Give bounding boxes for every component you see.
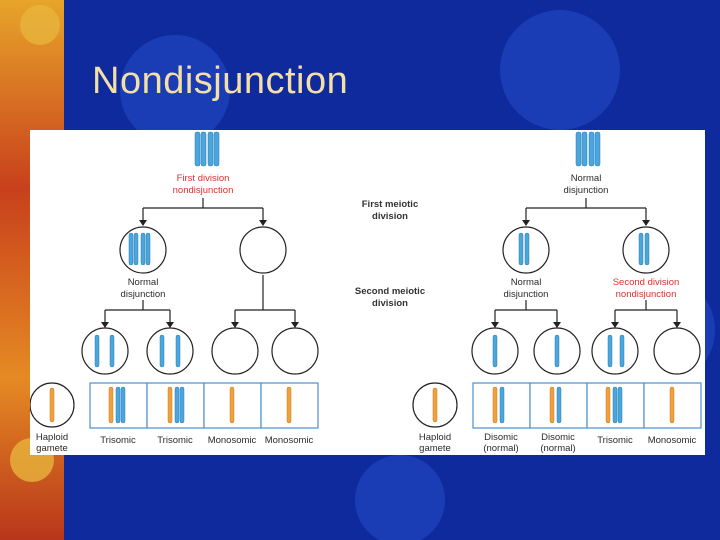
label-first-division-nondisjunction: First division	[177, 173, 230, 184]
gamete-label: Disomic	[484, 432, 518, 443]
svg-text:division: division	[372, 298, 408, 309]
parent-chromosomes-right	[575, 131, 601, 167]
label-right-mid-normal-disjunction: Normal	[511, 277, 542, 288]
cell-left-2a	[81, 327, 129, 375]
svg-text:Haploid: Haploid	[36, 432, 68, 443]
svg-text:division: division	[372, 211, 408, 222]
svg-text:disjunction: disjunction	[564, 185, 609, 196]
parent-chromosomes-left	[194, 131, 220, 167]
label-haploid-gamete-right: Haploid	[419, 432, 451, 443]
svg-text:Normal: Normal	[571, 173, 602, 184]
svg-text:Haploid: Haploid	[419, 432, 451, 443]
svg-text:Normal: Normal	[128, 277, 159, 288]
gamete-label: Trisomic	[157, 435, 193, 446]
label-right-normal-disjunction: Normal	[571, 173, 602, 184]
svg-text:disjunction: disjunction	[121, 289, 166, 300]
svg-text:Disomic: Disomic	[484, 432, 518, 443]
cell-left-2b	[146, 327, 194, 375]
gamete-label: Trisomic	[597, 435, 633, 446]
svg-text:disjunction: disjunction	[504, 289, 549, 300]
svg-text:nondisjunction: nondisjunction	[173, 185, 234, 196]
svg-text:gamete: gamete	[36, 443, 68, 454]
slide-title: Nondisjunction	[92, 60, 349, 102]
gamete-label: Monosomic	[208, 435, 257, 446]
svg-text:Trisomic: Trisomic	[100, 435, 136, 446]
svg-text:Normal: Normal	[511, 277, 542, 288]
svg-text:First meiotic: First meiotic	[362, 199, 419, 210]
nondisjunction-diagram: First division nondisjunction Normal dis…	[30, 130, 705, 455]
cell-right-2c	[591, 327, 639, 375]
svg-text:gamete: gamete	[419, 443, 451, 454]
svg-text:Trisomic: Trisomic	[597, 435, 633, 446]
svg-text:Trisomic: Trisomic	[157, 435, 193, 446]
svg-text:(normal): (normal)	[483, 443, 518, 454]
svg-text:Monosomic: Monosomic	[208, 435, 257, 446]
svg-text:Second meiotic: Second meiotic	[355, 286, 425, 297]
svg-text:First division: First division	[177, 173, 230, 184]
gamete-label: Disomic	[541, 432, 575, 443]
tree-connectors	[104, 198, 678, 324]
svg-text:Monosomic: Monosomic	[265, 435, 314, 446]
label-second-meiotic-division: Second meiotic	[355, 286, 425, 297]
label-haploid-gamete-left: Haploid	[36, 432, 68, 443]
label-second-division-nondisjunction: Second division	[613, 277, 680, 288]
gamete-label: Monosomic	[648, 435, 697, 446]
gamete-label: Monosomic	[265, 435, 314, 446]
cell-left-2d	[271, 327, 319, 375]
label-left-normal-disjunction: Normal	[128, 277, 159, 288]
gamete-label: Trisomic	[100, 435, 136, 446]
label-first-meiotic-division: First meiotic	[362, 199, 419, 210]
svg-text:Second division: Second division	[613, 277, 680, 288]
svg-text:nondisjunction: nondisjunction	[616, 289, 677, 300]
cell-right-2d	[653, 327, 701, 375]
svg-text:Disomic: Disomic	[541, 432, 575, 443]
zygote-row-right	[472, 382, 702, 429]
svg-text:Monosomic: Monosomic	[648, 435, 697, 446]
cell-left-2c	[211, 327, 259, 375]
svg-text:(normal): (normal)	[540, 443, 575, 454]
cell-left-1b	[239, 226, 287, 274]
